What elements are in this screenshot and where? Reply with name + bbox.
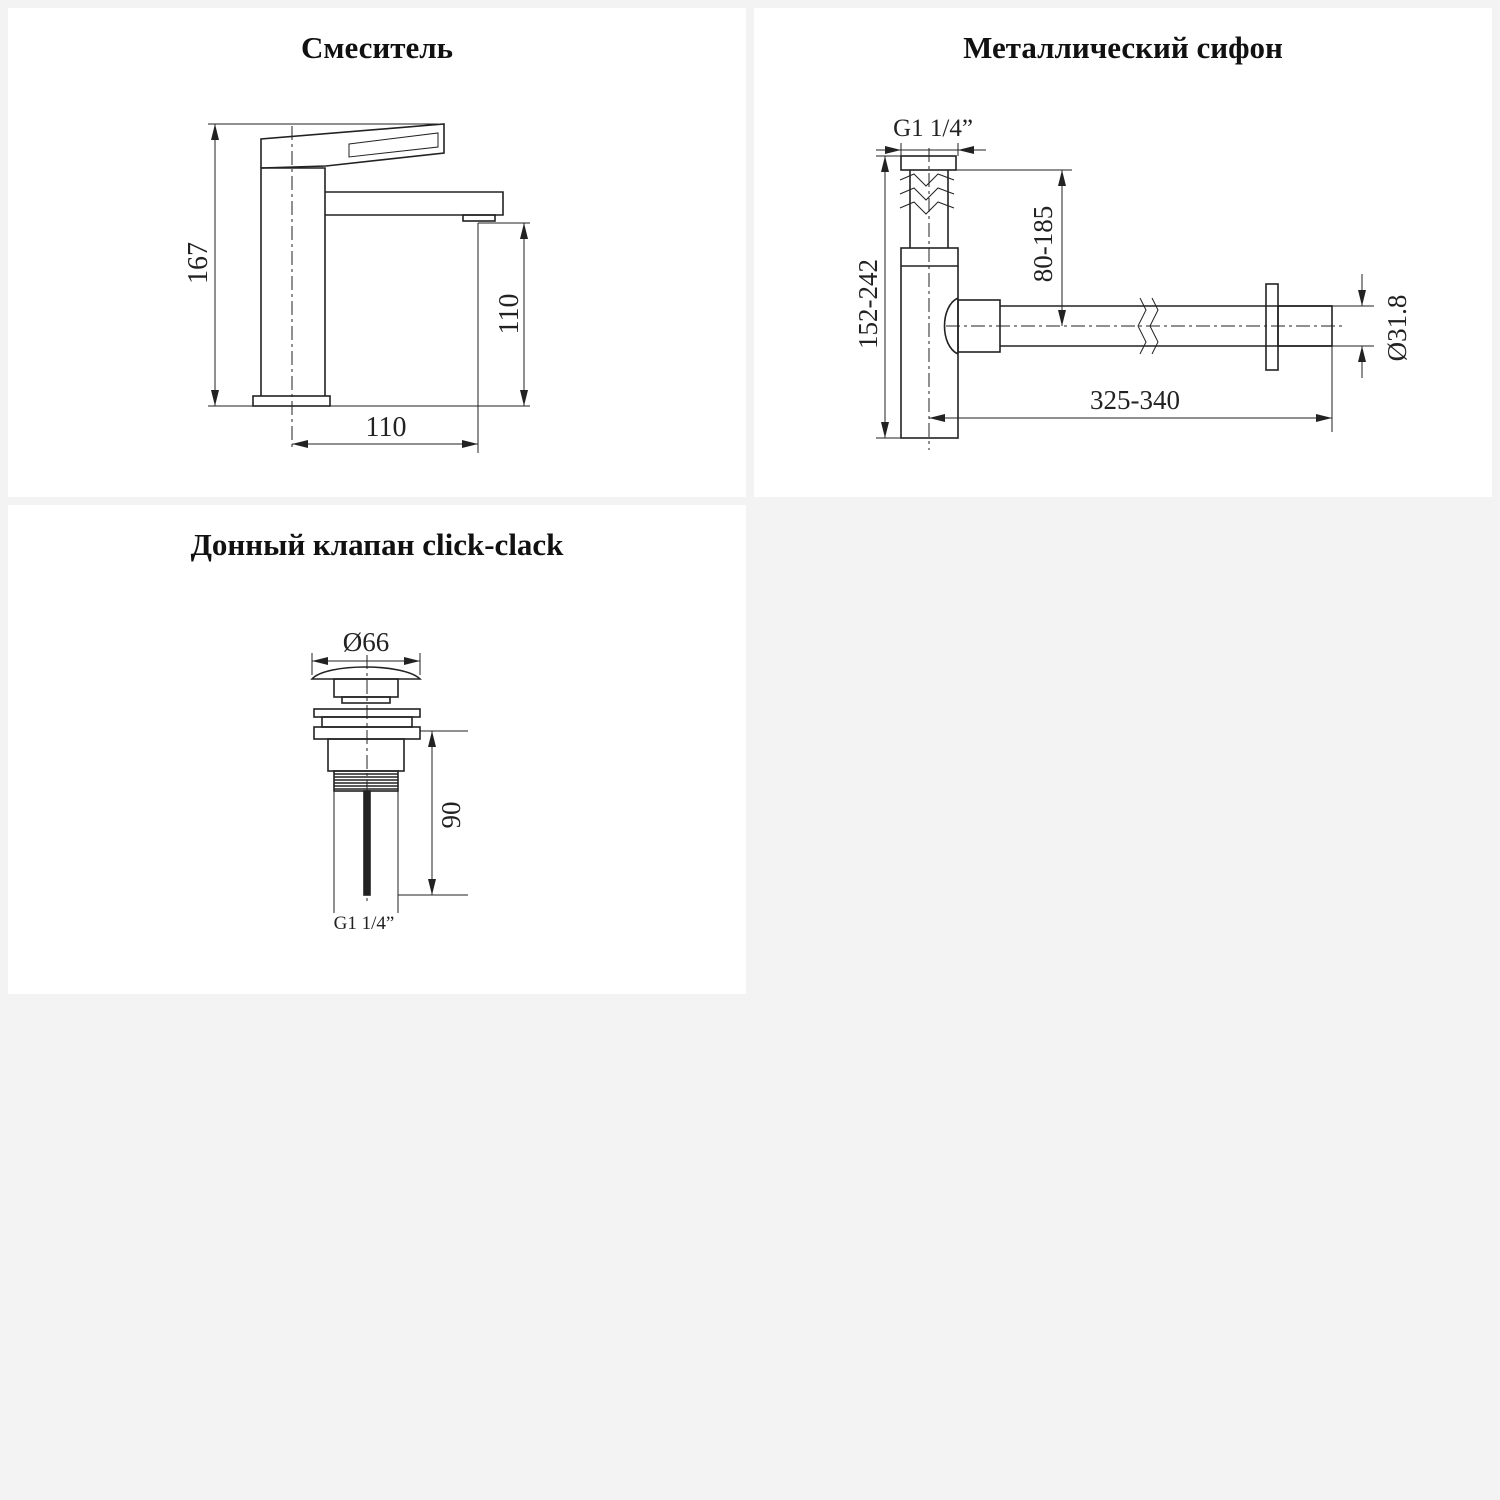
mixer-drawing: 167 110 110 — [183, 123, 530, 453]
siphon-dim-outlet-height: 80-185 — [1028, 206, 1058, 283]
valve-cap — [310, 666, 422, 680]
mixer-handle-slot — [348, 132, 439, 158]
mixer-spout — [325, 191, 504, 216]
mixer-title: Смеситель — [300, 30, 454, 65]
mixer-dim-reach: 110 — [366, 412, 407, 443]
mixer-aerator — [462, 214, 496, 222]
mixer-handle — [260, 123, 445, 169]
siphon-dim-pipe-length: 325-340 — [1090, 385, 1180, 415]
mixer-body — [260, 167, 326, 396]
siphon-title: Металлический сифон — [963, 30, 1283, 65]
valve-dim-diameter: Ø66 — [343, 627, 390, 657]
siphon-dim-thread: G1 1/4” — [893, 115, 973, 142]
siphon-panel: Металлический сифон G1 1/4” — [754, 8, 1492, 497]
siphon-break-mark-1 — [899, 173, 955, 187]
mixer-panel: Смеситель 167 110 110 — [8, 8, 746, 497]
siphon-elbow — [943, 297, 959, 355]
siphon-drawing: G1 1/4” 152-242 80-185 325-340 Ø31.8 — [853, 115, 1412, 450]
valve-title: Донный клапан click-clack — [190, 527, 564, 562]
siphon-wall-flange — [1265, 283, 1279, 371]
valve-body — [327, 738, 405, 772]
mixer-dim-spout-height: 110 — [494, 294, 525, 335]
siphon-dim-pipe-diameter: Ø31.8 — [1382, 295, 1412, 362]
siphon-dim-total-height: 152-242 — [853, 259, 883, 349]
valve-dim-height: 90 — [436, 802, 466, 829]
siphon-break-mark-2 — [899, 187, 955, 201]
mixer-dim-height: 167 — [183, 242, 214, 284]
valve-dim-thread: G1 1/4” — [334, 913, 395, 934]
valve-drawing: Ø66 90 G1 1/4” — [310, 627, 468, 934]
valve-panel: Донный клапан click-clack Ø66 — [8, 505, 746, 994]
